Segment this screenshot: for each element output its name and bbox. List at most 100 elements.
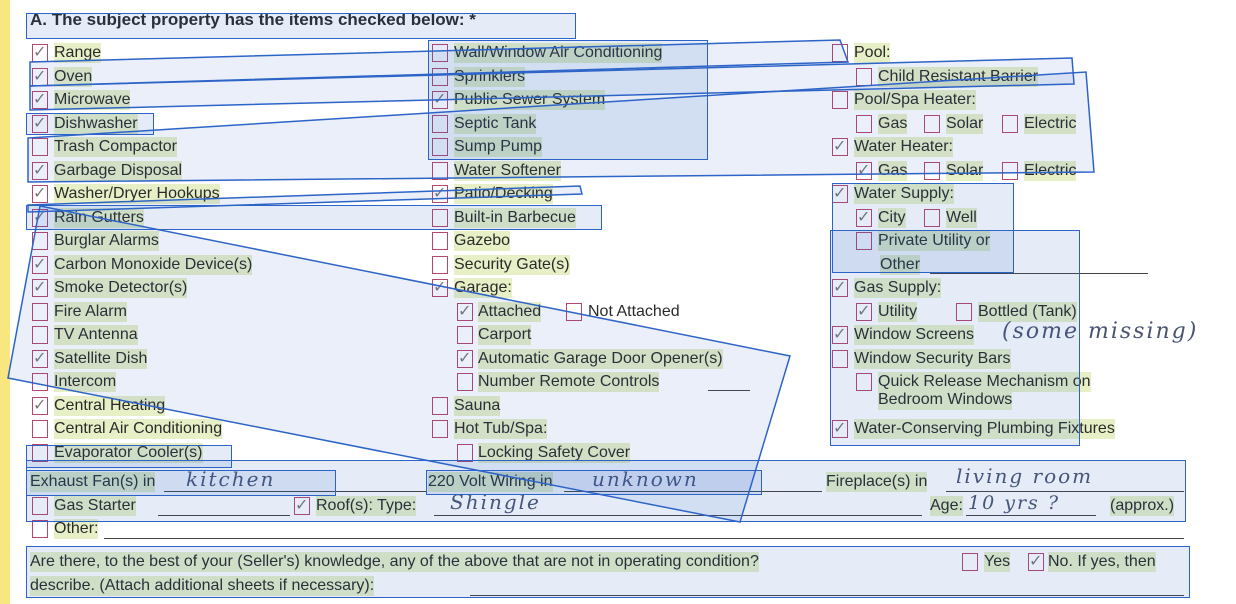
fireplace-label: Fireplace(s) in <box>826 472 928 492</box>
checkbox-col1-0[interactable]: ✓ <box>32 43 48 62</box>
annotation-box <box>26 205 602 230</box>
checkbox-hot-tub[interactable] <box>432 420 448 438</box>
checkbox-col1-8[interactable] <box>32 232 48 250</box>
age-value: 10 yrs ? <box>968 492 1061 514</box>
check-mark-icon: ✓ <box>33 394 47 414</box>
checkbox-col2-8[interactable] <box>432 232 448 250</box>
checkbox-sauna[interactable] <box>432 396 448 415</box>
checkbox-wh-gas[interactable]: ✓ <box>856 160 872 180</box>
annotation-box <box>26 546 1190 598</box>
checkbox-col1-5[interactable]: ✓ <box>32 160 48 180</box>
checkbox-auto-opener[interactable]: ✓ <box>457 348 473 368</box>
checkbox-well[interactable] <box>924 208 940 227</box>
checkbox-col2-10[interactable]: ✓ <box>432 278 448 297</box>
col1-item-label: Garbage Disposal <box>54 160 183 181</box>
checkbox-col2-6[interactable]: ✓ <box>432 183 448 203</box>
checkbox-utility[interactable]: ✓ <box>856 300 872 321</box>
other-line <box>104 538 1184 539</box>
pool-label: Pool: <box>854 43 891 63</box>
checkbox-bottled[interactable] <box>956 302 972 321</box>
checkbox-col2-9[interactable] <box>432 255 448 274</box>
water-heater-label: Water Heater: <box>854 137 953 157</box>
check-mark-icon: ✓ <box>833 277 847 296</box>
checkbox-child-barrier[interactable] <box>856 67 872 86</box>
checkbox-no[interactable]: ✓ <box>1028 551 1044 571</box>
remotes-count-line <box>708 390 750 391</box>
water-supply-label: Water Supply: <box>854 184 954 204</box>
checkbox-col1-1[interactable]: ✓ <box>32 65 48 86</box>
annotation-box <box>832 183 1014 273</box>
checkbox-window-screens[interactable]: ✓ <box>832 324 848 344</box>
private-utility-label: Private Utility or <box>878 231 991 251</box>
annotation-box <box>428 40 708 160</box>
annotation-box <box>26 460 1186 522</box>
checkbox-window-bars[interactable] <box>832 349 848 368</box>
age-line <box>966 515 1096 516</box>
window-bars-label: Window Security Bars <box>854 348 1011 369</box>
checkbox-water-supply[interactable]: ✓ <box>832 184 848 203</box>
col2-item-label: Security Gate(s) <box>454 254 570 275</box>
checkbox-col1-12[interactable] <box>32 326 48 344</box>
checkbox-col1-9[interactable]: ✓ <box>32 253 48 274</box>
check-mark-icon: ✓ <box>433 183 447 202</box>
checkbox-col1-4[interactable] <box>32 138 48 156</box>
check-mark-icon: ✓ <box>833 324 847 343</box>
col1-item-label: Fire Alarm <box>54 301 127 322</box>
checkbox-quick-release[interactable] <box>856 373 872 391</box>
ph-solar-label: Solar <box>946 113 984 134</box>
annotation-box <box>26 13 576 39</box>
checkbox-col1-13[interactable]: ✓ <box>32 347 48 368</box>
no-label: No. If yes, then <box>1048 552 1156 572</box>
checkbox-col1-6[interactable]: ✓ <box>32 183 48 203</box>
col1-item-label: Carbon Monoxide Device(s) <box>54 254 253 275</box>
describe-line <box>470 595 1184 596</box>
check-mark-icon: ✓ <box>33 253 47 273</box>
checkbox-col1-11[interactable] <box>32 302 48 321</box>
checkbox-pool[interactable] <box>832 44 848 62</box>
utility-label: Utility <box>878 301 918 322</box>
checkbox-yes[interactable] <box>962 553 978 571</box>
check-mark-icon: ✓ <box>33 65 47 85</box>
question-text: Are there, to the best of your (Seller's… <box>30 552 759 572</box>
check-mark-icon: ✓ <box>33 277 47 296</box>
checkbox-water-conserving[interactable]: ✓ <box>832 419 848 438</box>
checkbox-gas-supply[interactable]: ✓ <box>832 277 848 297</box>
sauna-label: Sauna <box>454 395 501 416</box>
checkbox-ph-electric[interactable] <box>1002 114 1018 133</box>
pool-heater-label: Pool/Spa Heater: <box>854 90 976 110</box>
approx-label: (approx.) <box>1110 496 1175 516</box>
checkbox-ph-gas[interactable] <box>856 114 872 133</box>
checkbox-remotes[interactable] <box>457 373 473 391</box>
checkbox-water-heater[interactable]: ✓ <box>832 137 848 156</box>
checkbox-wh-electric[interactable] <box>1002 161 1018 180</box>
check-mark-icon: ✓ <box>33 347 47 367</box>
checkbox-safety-cover[interactable] <box>457 443 473 462</box>
check-mark-icon: ✓ <box>33 89 47 108</box>
check-mark-icon: ✓ <box>33 183 47 202</box>
checkbox-wh-solar[interactable] <box>924 161 940 180</box>
window-screens-note: (some missing) <box>1002 319 1199 344</box>
checkbox-col2-5[interactable] <box>432 161 448 180</box>
checkbox-private-utility[interactable] <box>856 232 872 250</box>
col1-item-label: Trash Compactor <box>54 137 177 157</box>
checkbox-col1-2[interactable]: ✓ <box>32 89 48 109</box>
checkbox-col1-10[interactable]: ✓ <box>32 277 48 297</box>
check-mark-icon: ✓ <box>857 300 871 320</box>
checkbox-city[interactable]: ✓ <box>856 207 872 227</box>
checkbox-col1-14[interactable] <box>32 373 48 391</box>
checkbox-ph-solar[interactable] <box>924 114 940 133</box>
checkbox-garage-attached[interactable]: ✓ <box>457 301 473 321</box>
quick-release-label-2: Bedroom Windows <box>878 390 1013 410</box>
check-mark-icon: ✓ <box>1029 551 1043 570</box>
checkbox-pool-heater[interactable] <box>832 91 848 109</box>
checkbox-col1-15[interactable]: ✓ <box>32 394 48 415</box>
garage-not-attached-label: Not Attached <box>588 302 680 320</box>
checkbox-carport[interactable] <box>457 326 473 344</box>
checkbox-garage-not-attached[interactable] <box>566 302 582 321</box>
checkbox-col1-16[interactable] <box>32 420 48 438</box>
fireplace-line <box>946 491 1184 492</box>
water-other-line <box>930 272 1148 274</box>
wh-gas-label: Gas <box>878 160 908 181</box>
wh-solar-label: Solar <box>946 160 984 181</box>
checkbox-other[interactable] <box>32 520 48 538</box>
